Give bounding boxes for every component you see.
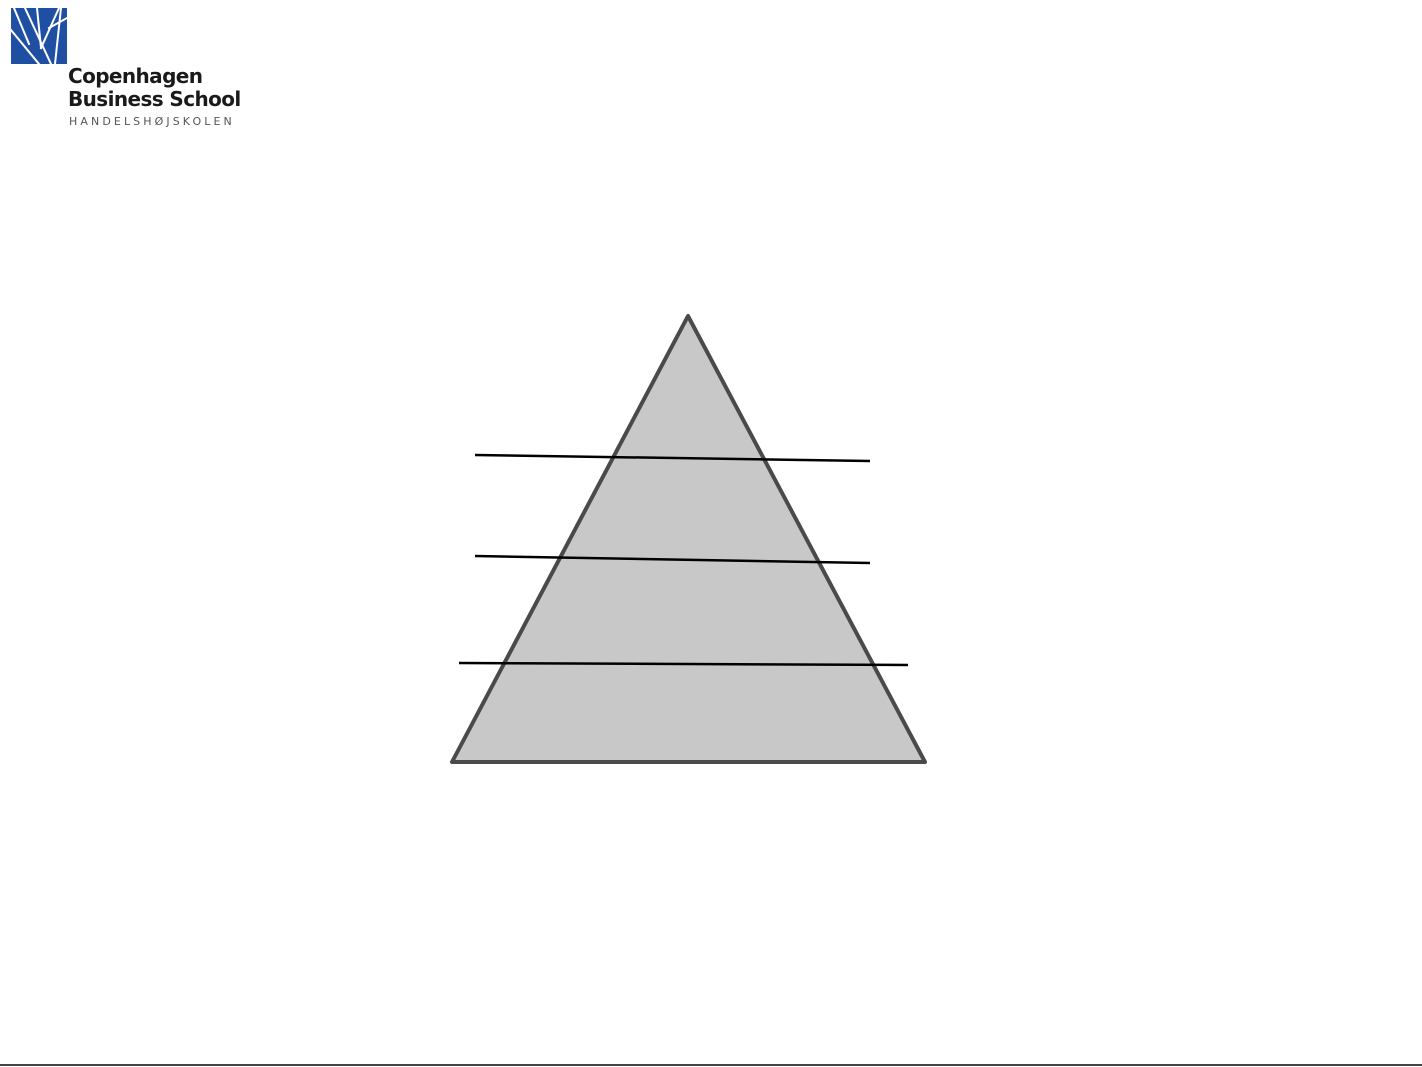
logo-text-copenhagen: Copenhagen (68, 64, 203, 88)
cbs-logo: Copenhagen Business School HANDELSHØJSKO… (0, 0, 260, 135)
logo-text-business-school: Business School (68, 87, 241, 111)
bottom-rule (0, 1064, 1422, 1066)
pyramid-divider-middle (474, 554, 871, 565)
logo-text-handelshojskolen: HANDELSHØJSKOLEN (69, 115, 235, 128)
pyramid-divider-bottom (458, 661, 909, 667)
pyramid-triangle (450, 314, 927, 764)
cbs-logo-mark-icon (11, 8, 67, 64)
pyramid-divider-top (474, 453, 871, 463)
